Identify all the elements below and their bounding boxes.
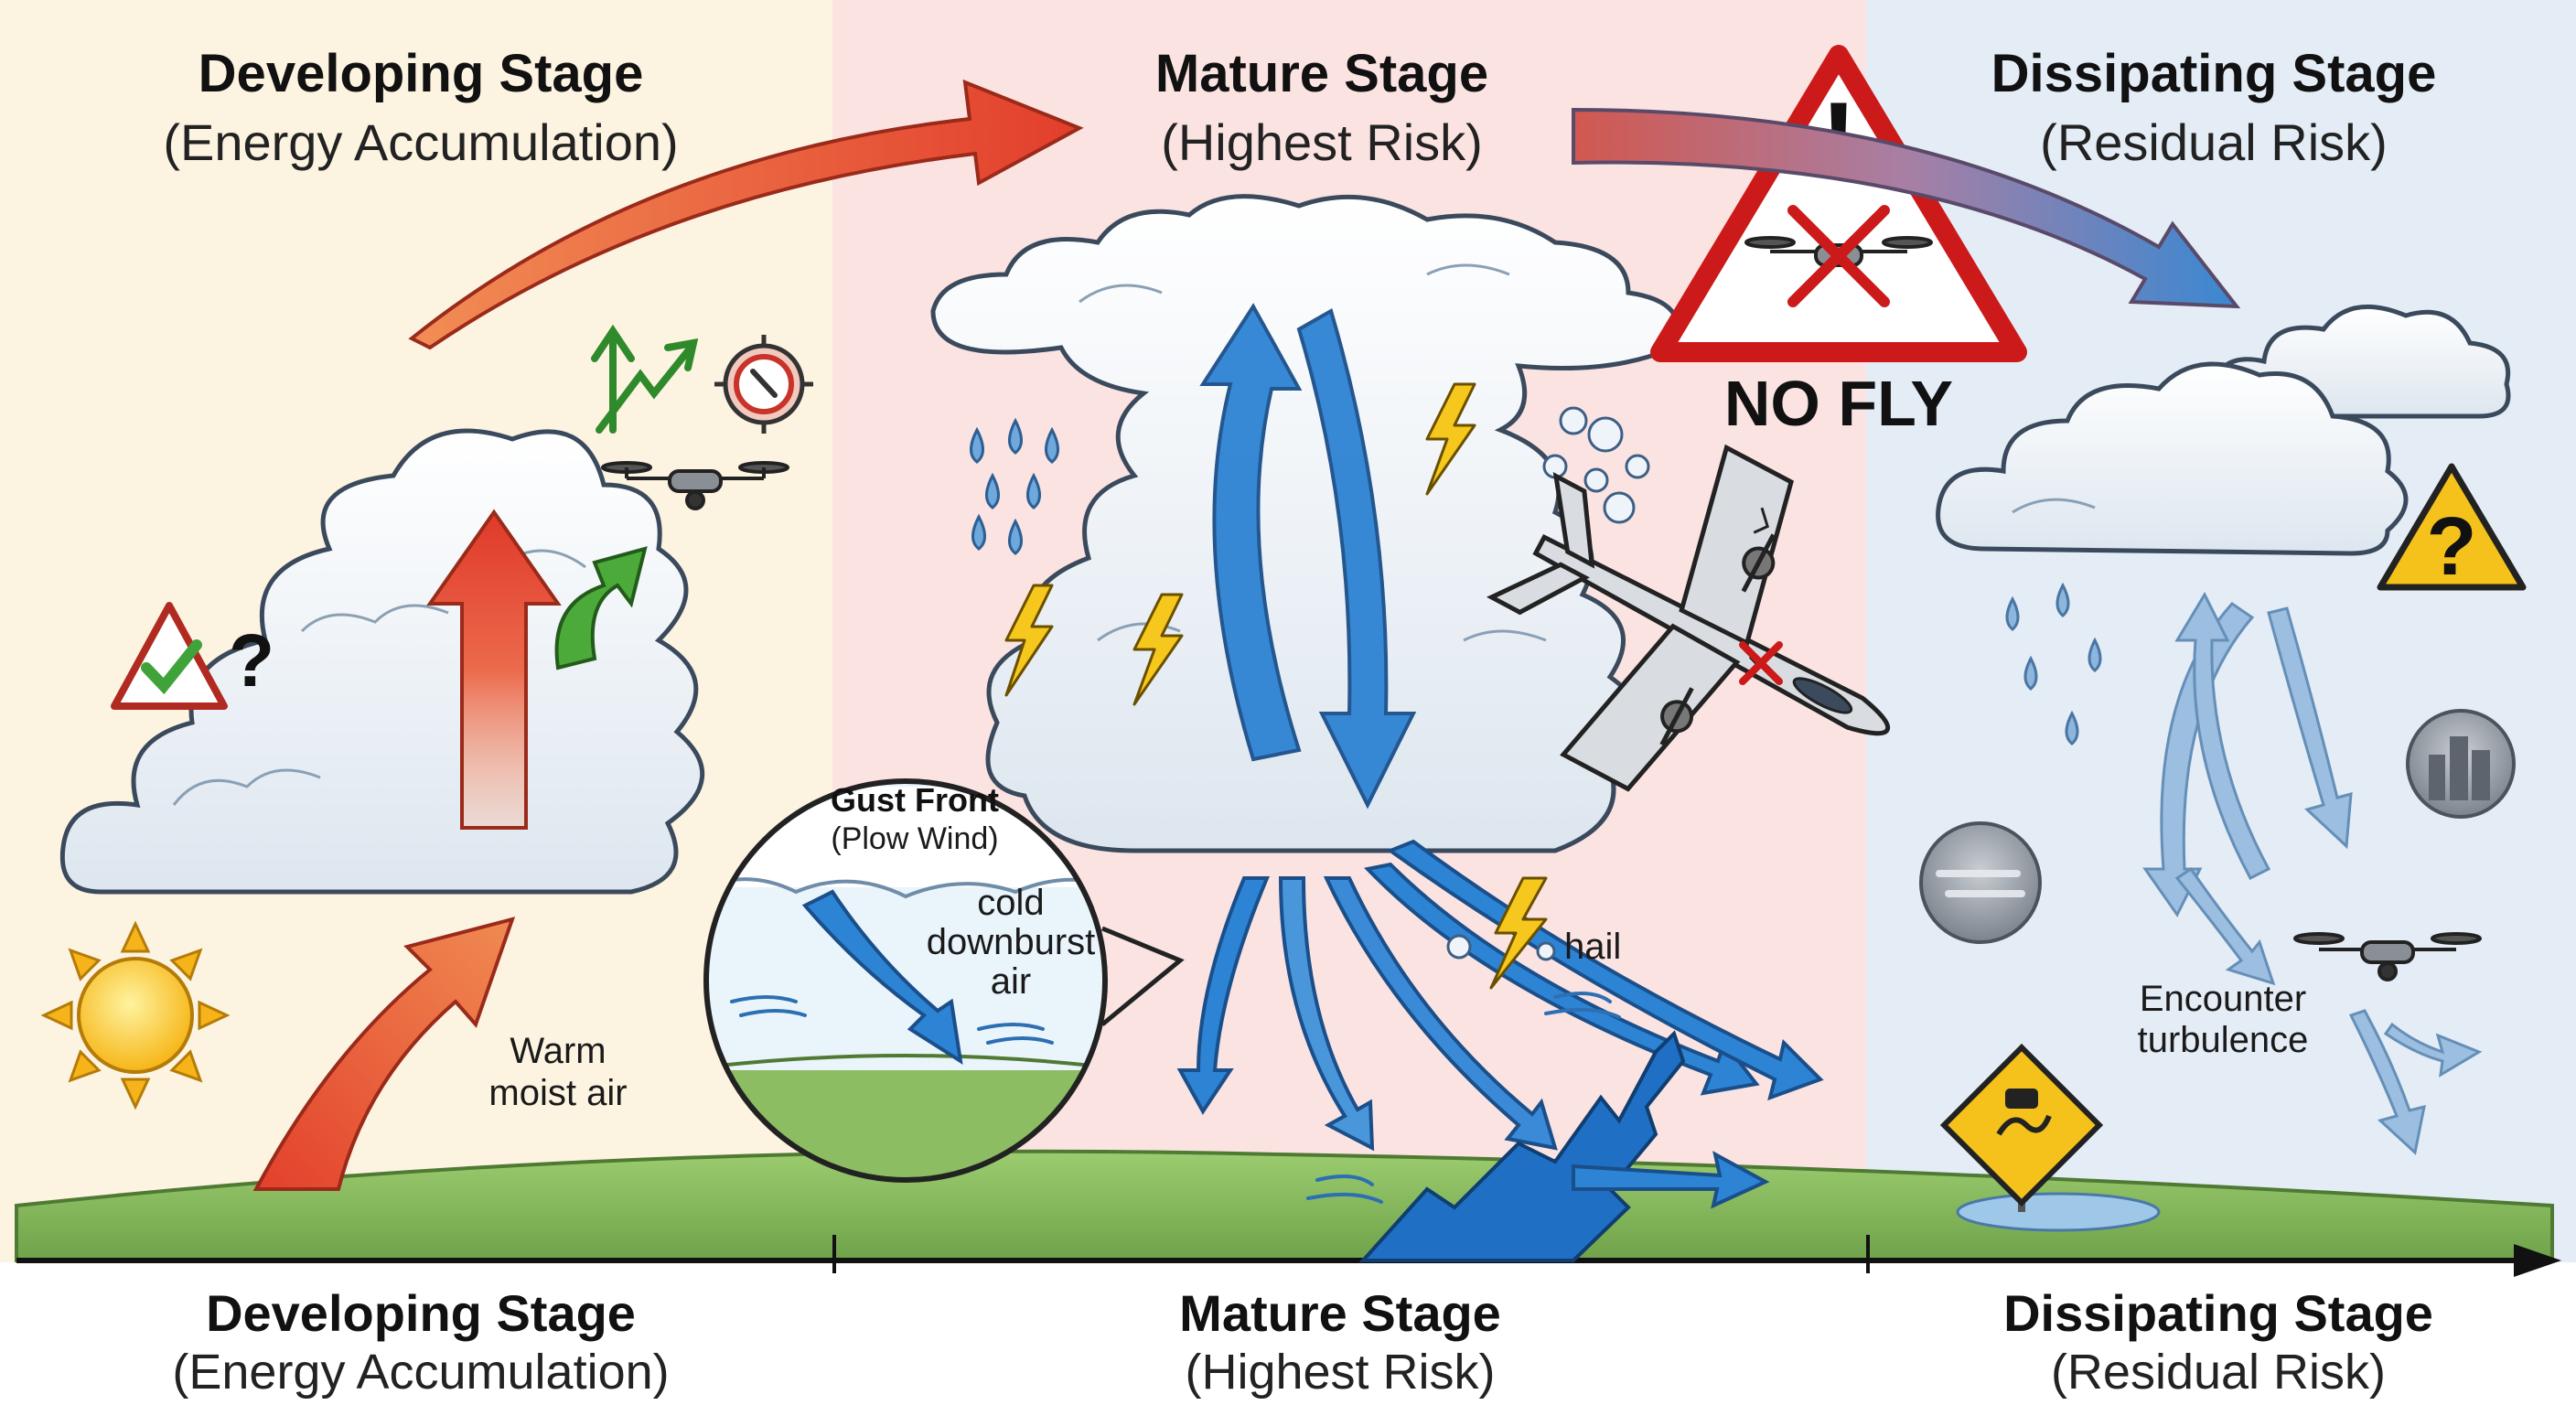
developing-to-mature-arrow [408,79,1084,350]
encounter-label-line2: turbulence [2138,1020,2309,1060]
raindrop-icon [970,417,1059,555]
question-glyph-developing: ? [229,619,274,702]
timeline-arrowhead [2514,1244,2561,1277]
stage-title-mature-top: Mature Stage [1155,44,1488,103]
drone-icon [601,461,789,510]
target-gauge-icon [714,335,813,434]
cold-air-label-line2: downburst [927,922,1096,962]
warm-air-label-line2: moist air [488,1073,627,1113]
gust-front-lightning-edge [1358,1030,1686,1262]
stage-subtitle-mature-top: (Highest Risk) [1161,113,1483,171]
stage-title-mature-bottom: Mature Stage [1179,1284,1501,1342]
ground-gust-arrow [1572,1151,1770,1209]
fog-icon [1919,821,2042,944]
check-warning-icon [111,602,228,710]
warm-air-label-line1: Warm [510,1031,606,1071]
city-fog-icon [2406,709,2516,819]
stage-subtitle-dissipating-bottom: (Residual Risk) [2051,1345,2386,1400]
stage-subtitle-developing-bottom: (Energy Accumulation) [172,1345,669,1400]
question-glyph-dissipating: ? [2427,501,2477,593]
mature-updraft-arrow [1199,303,1303,762]
stage-subtitle-developing-top: (Energy Accumulation) [163,113,678,171]
dissipating-cloud-large [1936,361,2409,556]
stage-subtitle-dissipating-top: (Residual Risk) [2040,113,2388,171]
mature-to-dissipating-arrow [1572,107,2241,309]
hail-label: hail [1564,927,1621,967]
slippery-road-icon [1939,1043,2161,1232]
ground [15,1149,2554,1262]
cold-air-label-line3: air [991,961,1031,1002]
gust-front-subtitle: (Plow Wind) [831,821,998,856]
residual-turbulence-arrows [2142,591,2483,1155]
updraft-arrow [426,509,562,830]
lightning-icon [1004,382,1548,990]
growth-curl-arrow [554,546,648,670]
warm-air-arrow [252,917,516,1191]
stage-title-developing-bottom: Developing Stage [206,1284,636,1342]
encounter-label-line1: Encounter [2140,979,2306,1019]
drone-icon-dissipating [2293,932,2482,981]
cold-air-label-line1: cold [977,883,1044,923]
question-warning-icon: ? [2377,463,2527,593]
light-rain-icon [2005,582,2102,745]
growth-arrows-icon [591,324,699,434]
damage-x-icon [1739,641,1783,685]
wind-swirl-icons [1306,992,1621,1204]
stage-subtitle-mature-bottom: (Highest Risk) [1185,1345,1495,1400]
hail-icon [1446,406,1650,961]
airplane-icon [1486,444,1891,792]
sun-icon [40,920,231,1110]
mature-downdraft-arrow [1296,308,1417,810]
no-fly-label: NO FLY [1724,368,1953,439]
stage-title-dissipating-bottom: Dissipating Stage [2003,1284,2433,1342]
gust-front-title: Gust Front [831,781,999,819]
stage-title-developing-top: Developing Stage [199,44,644,103]
stage-title-dissipating-top: Dissipating Stage [1991,44,2437,103]
